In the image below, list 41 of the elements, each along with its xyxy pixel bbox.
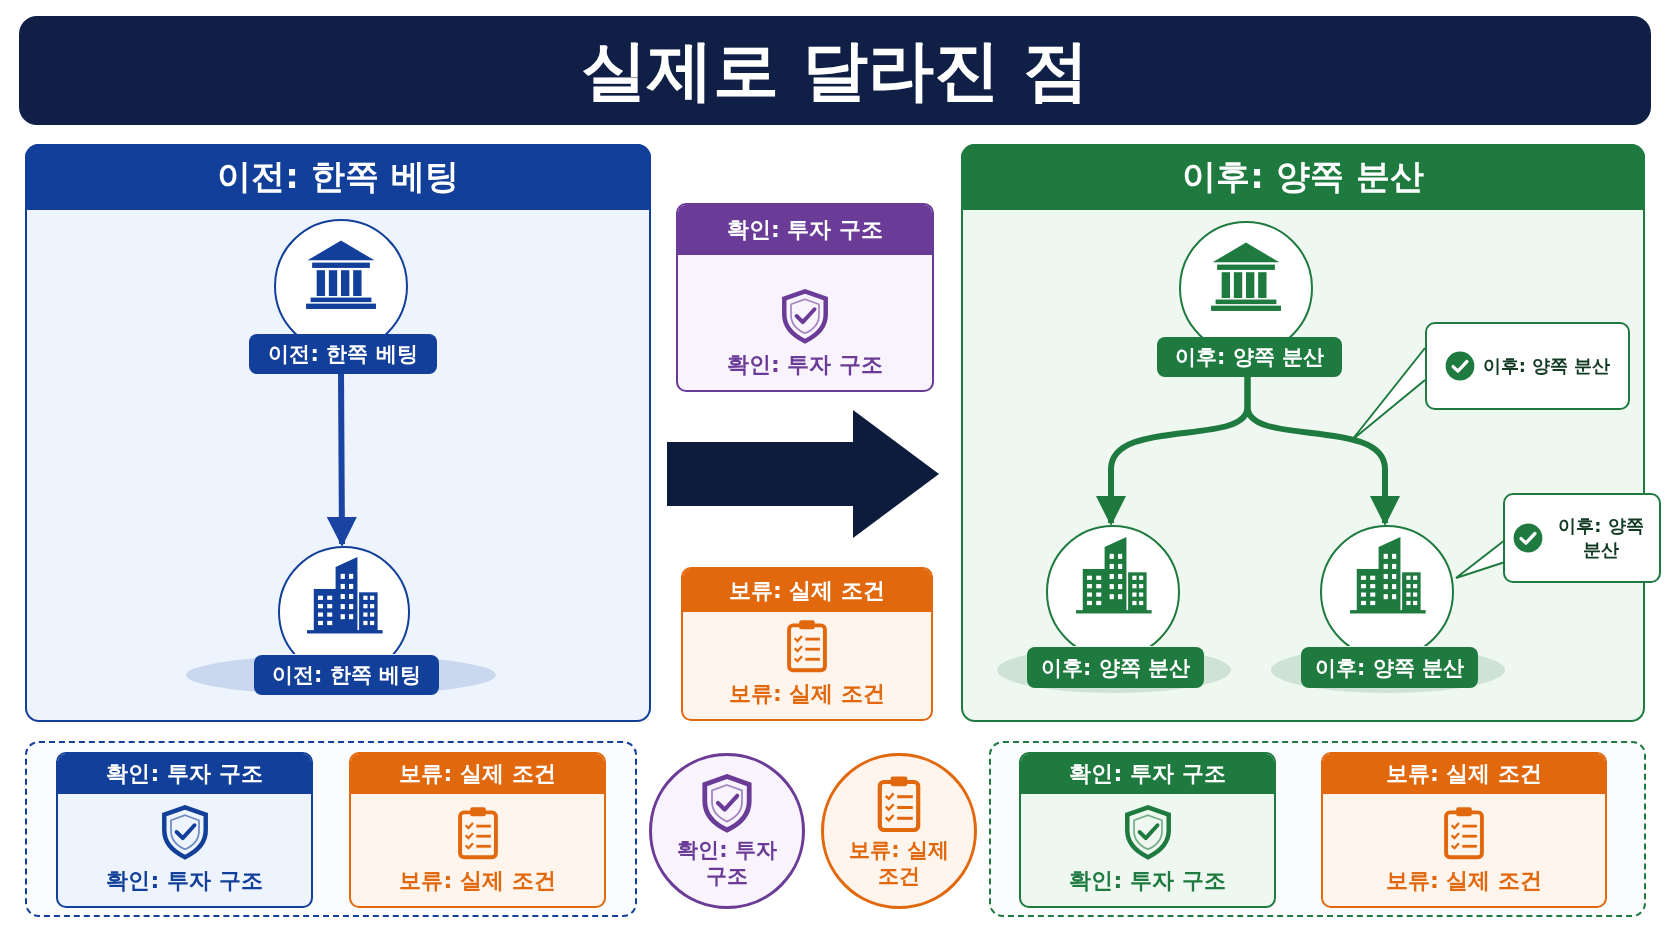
card <box>676 203 934 392</box>
title-banner: 실제로 달라진 점 <box>19 16 1651 125</box>
label-pill: 이전: 한쪽 베팅 <box>254 655 439 695</box>
label-pill: 이후: 양쪽 분산 <box>1027 647 1204 688</box>
card-label: 보류: 실제 조건 <box>1385 867 1543 895</box>
callout-text: 이후: 양쪽 분산 <box>1482 354 1611 378</box>
card-header: 보류: 실제 조건 <box>1323 754 1605 794</box>
card-header: 확인: 투자 구조 <box>58 754 311 794</box>
panel-header: 이전: 한쪽 베팅 <box>25 144 651 210</box>
panel <box>25 144 651 722</box>
callout-bubble <box>1503 493 1661 583</box>
panel <box>961 144 1645 722</box>
card <box>1321 752 1607 908</box>
label-pill: 이후: 양쪽 분산 <box>1157 337 1342 377</box>
card-label: 확인: 투자 구조 <box>1069 867 1226 895</box>
card <box>349 752 606 908</box>
platform-ellipse <box>1271 647 1505 693</box>
card-label: 보류: 실제 조건 <box>728 680 886 708</box>
card-label: 확인: 투자 구조 <box>726 351 884 379</box>
card-header: 확인: 투자 구조 <box>1021 754 1274 794</box>
block-arrow <box>667 410 939 538</box>
platform-ellipse <box>997 647 1231 693</box>
card <box>681 567 933 721</box>
card-header: 확인: 투자 구조 <box>678 205 932 255</box>
label-pill: 이전: 한쪽 베팅 <box>249 334 437 374</box>
platform-ellipse <box>186 655 496 695</box>
card <box>1019 752 1276 908</box>
dashed-group-frame <box>25 741 637 917</box>
dashed-group-frame <box>989 741 1646 917</box>
panel-header: 이후: 양쪽 분산 <box>961 144 1645 210</box>
arrow <box>1244 375 1400 526</box>
label-pill: 이후: 양쪽 분산 <box>1301 647 1478 688</box>
callout-text: 이후: 양쪽 분산 <box>1557 514 1645 562</box>
card-label: 확인: 투자 구조 <box>106 867 263 895</box>
card-header: 보류: 실제 조건 <box>351 754 604 794</box>
badge-label: 확인: 투자 구조 <box>677 836 777 890</box>
card-label: 보류: 실제 조건 <box>399 867 556 895</box>
card <box>56 752 313 908</box>
arrow <box>326 371 357 547</box>
card-header: 보류: 실제 조건 <box>683 569 931 612</box>
badge-label: 보류: 실제 조건 <box>849 836 949 890</box>
